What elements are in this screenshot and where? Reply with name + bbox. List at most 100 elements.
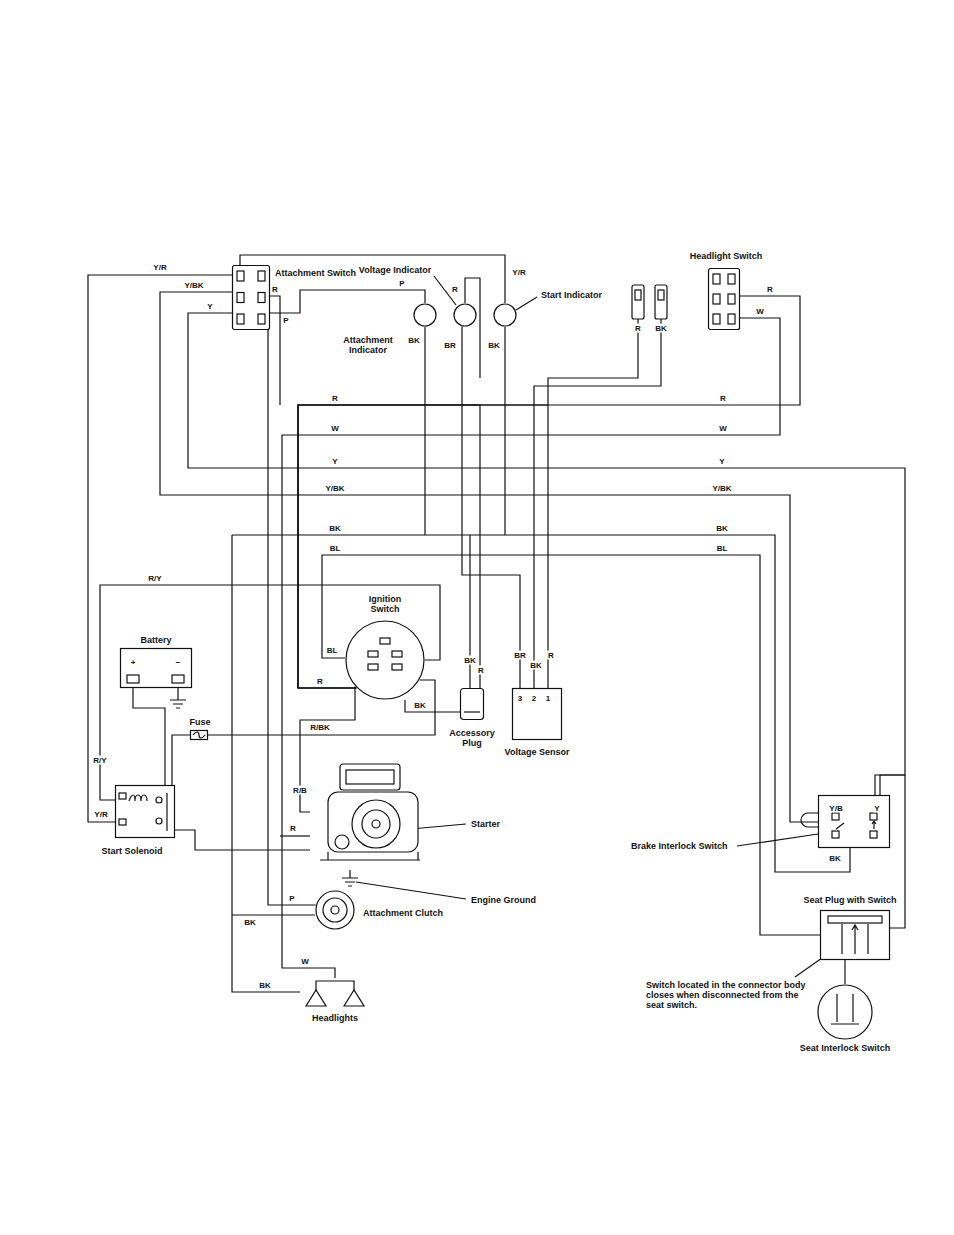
wire-code: P: [288, 894, 295, 903]
switch-body: [233, 266, 270, 330]
wire-code: Y/BK: [324, 484, 345, 493]
component-label: Start Indicator: [540, 290, 603, 300]
wire: [175, 830, 310, 850]
leader-line: [737, 834, 818, 846]
wire: [240, 255, 505, 303]
component-symbol: [345, 620, 425, 700]
plug-contacts: [842, 924, 868, 954]
wire-code: BL: [329, 544, 342, 553]
ground-symbol: [342, 870, 358, 886]
ignition-body: [346, 621, 424, 699]
wire-code: Y/BK: [711, 484, 732, 493]
wire-code: BK: [715, 524, 729, 533]
wire-code: Y/R: [93, 810, 108, 819]
wire: [282, 318, 780, 978]
switch-terminal: [258, 314, 265, 324]
wire-code: R: [634, 324, 642, 333]
wire-code: R: [331, 394, 339, 403]
wire-code: BL: [716, 544, 729, 553]
indicator-lamp: [454, 304, 476, 326]
wire-code: R: [271, 285, 279, 294]
component-label: Attachment Switch: [274, 268, 357, 278]
component: Starter: [310, 760, 425, 870]
component: Attachment Indicator: [413, 303, 437, 327]
ground-symbol: [170, 688, 186, 708]
component: Start Indicator: [493, 303, 517, 327]
wire: [844, 960, 845, 984]
wire: [298, 405, 548, 688]
flywheel-center: [372, 820, 380, 828]
battery-terminal: [127, 675, 139, 683]
switch-terminal: [258, 293, 265, 303]
component-label: Battery: [139, 635, 172, 645]
headlight-bracket: [316, 981, 354, 990]
wire-code: Y: [206, 302, 213, 311]
component: Start Solenoid: [115, 785, 175, 838]
switch-contact: [836, 821, 876, 829]
wire-code: R: [477, 666, 485, 675]
component-symbol: [310, 760, 425, 870]
ignition-terminal: [392, 651, 402, 657]
ignition-terminal: [368, 651, 378, 657]
wire-code: BL: [326, 646, 339, 655]
ignition-terminal: [380, 638, 390, 644]
seat-switch-contacts: [831, 994, 859, 1024]
fuse-element: [193, 732, 205, 738]
component-label: Ignition Switch: [359, 594, 411, 614]
wire: [133, 688, 165, 785]
plug-connector: [632, 285, 644, 319]
solenoid-terminal: [119, 793, 126, 799]
component: Voltage Indicator: [453, 303, 477, 327]
ground-wire: [469, 535, 470, 688]
component-label: Headlights: [311, 1013, 359, 1023]
component-symbol: [413, 303, 437, 327]
wire-code: BK: [654, 324, 668, 333]
switch-terminal: [237, 314, 244, 324]
wire: [534, 319, 661, 688]
component-symbol: [820, 910, 890, 960]
wire-code: BK: [243, 918, 257, 927]
ground-wire: [405, 700, 460, 712]
wire-code: 1: [545, 694, 551, 703]
component-label: Starter: [470, 819, 501, 829]
switch-terminal: [258, 271, 265, 281]
switch-body: [709, 269, 740, 330]
wire: [172, 735, 190, 785]
component-box: [513, 689, 562, 740]
ground-wire: [504, 327, 505, 535]
seat-switch-body: [818, 985, 872, 1039]
wire: [268, 330, 316, 905]
wire-code: W: [330, 424, 340, 433]
flywheel-hub: [362, 810, 390, 838]
wire-code: BK: [487, 341, 501, 350]
clutch-hub: [331, 906, 339, 914]
wire: [270, 290, 425, 313]
switch-terminal: [832, 813, 839, 820]
component-label: Voltage Sensor: [504, 747, 571, 757]
wire-code: BR: [443, 341, 457, 350]
switch-terminal: [870, 813, 877, 820]
starter-motor: [335, 835, 349, 849]
component-symbol: [232, 265, 270, 330]
switch-plunger: [801, 813, 818, 827]
component-symbol: [190, 730, 208, 740]
fuse-body: [191, 731, 208, 740]
switch-terminal: [237, 293, 244, 303]
ignition-terminal: [392, 664, 402, 670]
component: Headlights: [300, 978, 370, 1008]
ground-wire: [232, 535, 300, 992]
engine-head: [340, 764, 400, 790]
solenoid-body: [116, 786, 175, 838]
component: Ignition Switch: [345, 620, 425, 700]
wire-code: BK: [463, 656, 477, 665]
component-symbol: [817, 984, 873, 1040]
component: Battery: [120, 648, 192, 688]
component: Headlight Switch: [708, 268, 740, 330]
ground-wire: [232, 914, 315, 915]
ignition-terminal: [368, 664, 378, 670]
component-label: Seat Interlock Switch: [799, 1043, 892, 1053]
switch-terminal: [728, 274, 735, 284]
wire-code: R/B: [292, 786, 308, 795]
component-label: Start Solenoid: [100, 846, 163, 856]
